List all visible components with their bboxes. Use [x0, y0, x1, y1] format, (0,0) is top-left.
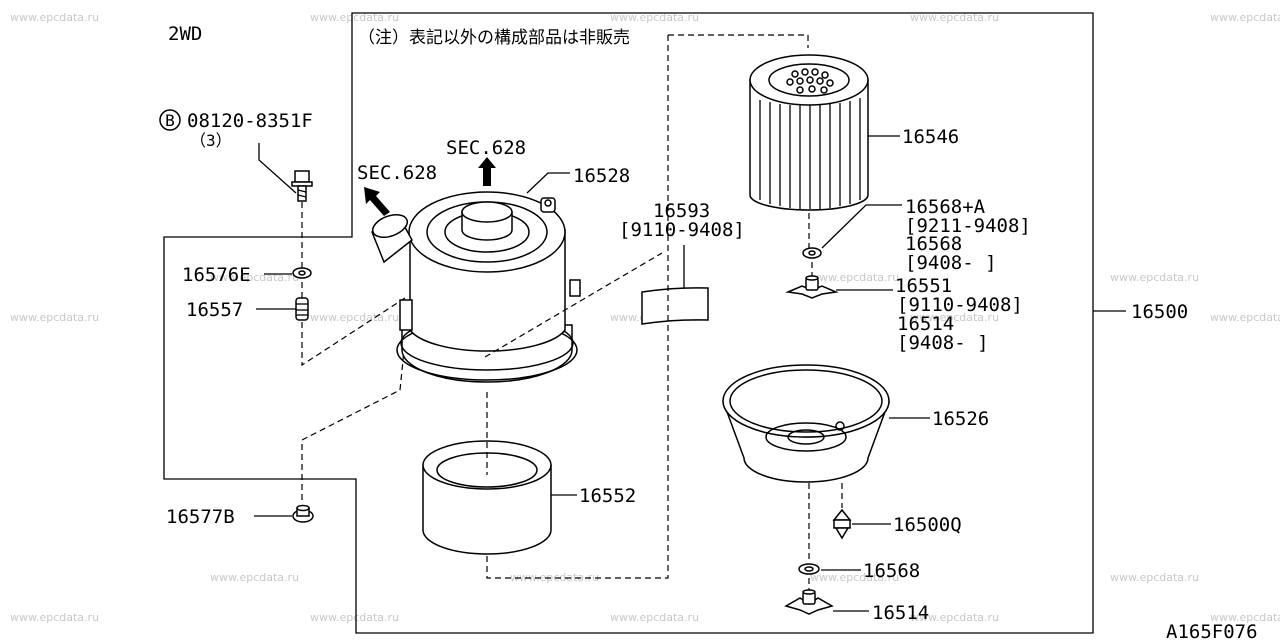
valve-16500Q-icon [832, 508, 852, 540]
part-16514: 16514 [897, 313, 954, 335]
note-text: （注）表記以外の構成部品は非販売 [358, 28, 630, 48]
part-16552: 16552 [579, 485, 636, 507]
part-16568A: 16568+A [905, 196, 986, 218]
part-16528: 16528 [573, 165, 630, 187]
washer-icon [798, 563, 820, 575]
lower-cup-16526 [722, 364, 890, 483]
washer-icon [292, 267, 312, 279]
watermark: www.epcdata.ru [310, 311, 399, 324]
part-16551: 16551 [895, 275, 952, 297]
watermark: www.epcdata.ru [810, 571, 899, 584]
part-16577B: 16577B [166, 506, 235, 528]
assembly-border [163, 12, 1094, 634]
circle-b-letter: B [165, 111, 175, 130]
arrow-up-icon [478, 157, 496, 186]
bolt-quantity: （3） [190, 131, 232, 150]
filter-pleats [759, 98, 861, 209]
arrow-left-icon [364, 187, 390, 216]
bolt-part-number: 08120-8351F [187, 110, 313, 132]
part-16551-range: [9110-9408] [897, 294, 1023, 316]
watermark: www.epcdata.ru [10, 611, 99, 624]
leader-bolt [258, 143, 297, 194]
filter-holes [786, 68, 834, 94]
watermark: www.epcdata.ru [10, 11, 99, 24]
leader-16528 [526, 172, 570, 194]
watermark: www.epcdata.ru [610, 611, 699, 624]
diagram-code: A165F076 [1166, 621, 1258, 640]
caution-label-16593 [641, 287, 709, 325]
watermark: www.epcdata.ru [910, 311, 999, 324]
nut-16577B-icon [292, 504, 314, 523]
watermark: www.epcdata.ru [610, 11, 699, 24]
nut-axis [301, 339, 406, 500]
leader-16568A [821, 204, 902, 249]
watermark: www.epcdata.ru [810, 271, 899, 284]
bolt-icon [291, 170, 313, 202]
watermark: www.epcdata.ru [510, 571, 599, 584]
grommet-icon [295, 297, 309, 321]
part-16500: 16500 [1131, 301, 1188, 323]
watermark: www.epcdata.ru [1110, 571, 1199, 584]
watermark: www.epcdata.ru [1210, 11, 1280, 24]
part-16557: 16557 [186, 299, 243, 321]
part-16514-range: [9408- ] [897, 332, 989, 354]
part-16568-lower: 16568 [863, 560, 920, 582]
watermark: www.epcdata.ru [910, 611, 999, 624]
washer-icon [802, 247, 822, 259]
watermark: www.epcdata.ru [1210, 311, 1280, 324]
air-cleaner-housing [371, 191, 581, 383]
sec-ref-left: SEC.628 [357, 162, 437, 184]
wing-nut-icon [784, 589, 834, 615]
circle-b-icon [159, 109, 181, 131]
part-16526: 16526 [932, 408, 989, 430]
bracket-main [486, 35, 669, 579]
part-16500Q: 16500Q [893, 514, 962, 536]
watermark: www.epcdata.ru [1210, 611, 1280, 624]
watermark: www.epcdata.ru [310, 611, 399, 624]
watermark: www.epcdata.ru [210, 571, 299, 584]
watermark: www.epcdata.ru [310, 11, 399, 24]
watermark: www.epcdata.ru [910, 11, 999, 24]
part-16568A-range: [9211-9408] [905, 215, 1031, 237]
bracket-top [668, 34, 809, 48]
part-16568: 16568 [905, 233, 962, 255]
part-16576E: 16576E [182, 264, 251, 286]
sec-ref-top: SEC.628 [446, 137, 526, 159]
part-16568-range: [9408- ] [905, 252, 997, 274]
variant-label: 2WD [168, 23, 202, 45]
watermark: www.epcdata.ru [1110, 271, 1199, 284]
part-16514-lower: 16514 [872, 602, 929, 624]
part-16593-range: [9110-9408] [619, 219, 745, 241]
housing-axis [484, 252, 663, 358]
bolt-axis [301, 202, 406, 367]
part-16546: 16546 [902, 126, 959, 148]
part-16593: 16593 [653, 200, 710, 222]
watermark: www.epcdata.ru [10, 311, 99, 324]
filter-element-16546 [749, 54, 869, 211]
